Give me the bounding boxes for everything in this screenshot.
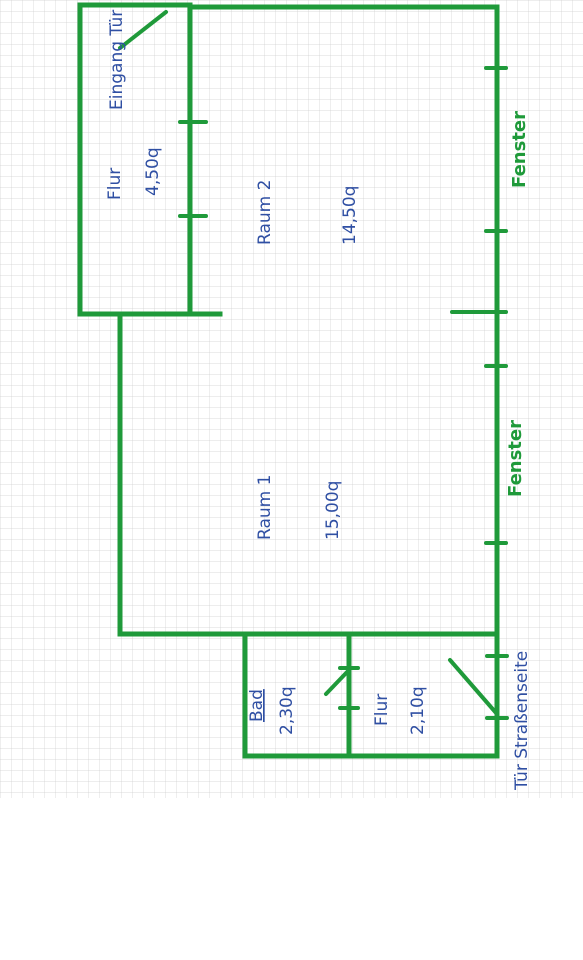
- wall-flur-upper: [77, 2, 193, 317]
- wall-raum-2: [187, 4, 500, 637]
- window-upper-label: Fenster: [509, 111, 530, 188]
- bad-door-swing: [324, 668, 351, 696]
- wall-raum-1: [117, 311, 303, 637]
- bad-area: 2,30q: [277, 686, 297, 735]
- flur-upper-area: 4,50q: [143, 147, 163, 196]
- raum-2-area: 14,50q: [340, 186, 360, 245]
- flur-lower-name: Flur: [372, 694, 392, 726]
- street-door-label: Tür Straßenseite: [512, 651, 532, 791]
- entrance-door-label: Eingang Tür: [107, 10, 127, 110]
- entrance-door-swing: [118, 10, 168, 50]
- raum-1-area: 15,00q: [323, 481, 343, 540]
- graph-paper-grid: [0, 0, 583, 798]
- flur-upper-name: Flur: [105, 168, 125, 200]
- bad-name: Bad: [247, 689, 267, 722]
- wall-ticks: [178, 66, 509, 720]
- flur-lower-area: 2,10q: [408, 686, 428, 735]
- raum-2-name: Raum 2: [255, 180, 275, 245]
- raum-1-name: Raum 1: [255, 475, 275, 540]
- wall-bottom-rooms: [242, 631, 500, 759]
- window-lower-label: Fenster: [505, 420, 526, 497]
- street-door-swing: [448, 658, 499, 716]
- walls: [77, 2, 500, 759]
